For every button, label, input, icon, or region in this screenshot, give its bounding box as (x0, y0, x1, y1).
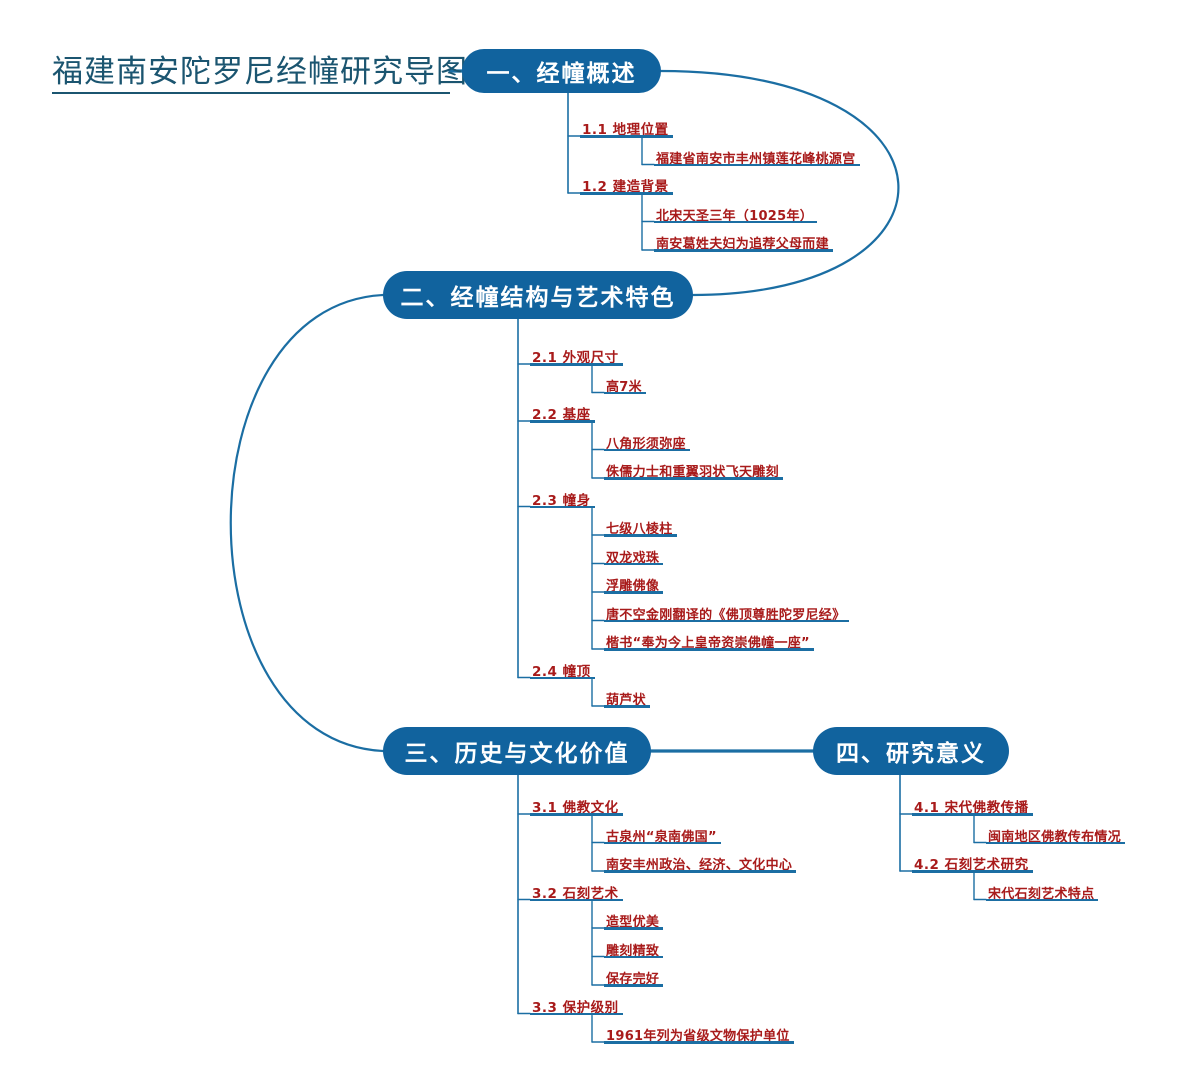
branch-node-label: 二、经幢结构与艺术特色 (400, 285, 676, 310)
topic-label-level2[interactable]: 2.2 基座 (532, 407, 591, 423)
topic-label-level3[interactable]: 高7米 (606, 379, 642, 395)
topic-label-level3[interactable]: 浮雕佛像 (606, 579, 660, 594)
topic-label-level3[interactable]: 侏儒力士和重翼羽状飞天雕刻 (606, 465, 779, 480)
topic-underline (604, 562, 664, 565)
topic-label-level2[interactable]: 2.1 外观尺寸 (532, 350, 619, 366)
page-title-underline (52, 92, 450, 94)
topic-underline (604, 619, 850, 622)
branch-node-3[interactable]: 三、历史与文化价值 (383, 727, 651, 775)
topic-underline (912, 870, 1033, 873)
topic-label-level2[interactable]: 3.1 佛教文化 (532, 800, 619, 816)
topic-underline (530, 1012, 623, 1015)
topic-label-level2[interactable]: 4.1 宋代佛教传播 (914, 800, 1029, 816)
topic-underline (530, 898, 623, 901)
topic-underline (604, 591, 664, 594)
topic-label-level3[interactable]: 造型优美 (606, 915, 660, 930)
topic-label-level3[interactable]: 唐不空金刚翻译的《佛顶尊胜陀罗尼经》 (606, 607, 846, 623)
topic-underline (604, 534, 677, 537)
topic-label-level3[interactable]: 南安丰州政治、经济、文化中心 (606, 858, 793, 873)
branch-node-4[interactable]: 四、研究意义 (813, 727, 1009, 775)
topic-underline (604, 984, 664, 987)
topic-underline (530, 505, 595, 508)
topic-label-level2[interactable]: 1.2 建造背景 (582, 179, 669, 195)
branch-node-2[interactable]: 二、经幢结构与艺术特色 (383, 271, 693, 319)
topic-label-level3[interactable]: 雕刻精致 (606, 943, 660, 959)
branch-node-label: 三、历史与文化价值 (404, 741, 630, 766)
topic-label-level3[interactable]: 南安葛姓夫妇为追荐父母而建 (656, 237, 829, 252)
topic-underline (604, 448, 690, 451)
topic-label-level2[interactable]: 2.4 幢顶 (532, 663, 591, 680)
topic-label-level3[interactable]: 北宋天圣三年（1025年） (656, 208, 814, 224)
topic-underline (604, 1041, 794, 1044)
page-title: 福建南安陀罗尼经幢研究导图 (52, 54, 468, 89)
arc-branch2-to-branch3 (229, 293, 385, 753)
topic-underline (530, 420, 595, 423)
topic-label-level2[interactable]: 1.1 地理位置 (582, 122, 669, 138)
topic-underline (654, 163, 860, 166)
topic-underline (986, 898, 1099, 901)
topic-label-level3[interactable]: 八角形须弥座 (606, 436, 686, 452)
topic-underline (530, 813, 623, 816)
topic-label-level2[interactable]: 3.2 石刻艺术 (532, 885, 619, 902)
topic-label-level2[interactable]: 3.3 保护级别 (532, 999, 619, 1016)
branch-node-1[interactable]: 一、经幢概述 (462, 49, 661, 93)
topic-underline (604, 927, 664, 930)
topic-label-level3[interactable]: 葫芦状 (606, 693, 646, 708)
topic-underline (530, 676, 595, 679)
branch-node-label: 一、经幢概述 (486, 61, 637, 86)
topic-underline (604, 391, 646, 394)
topic-label-level3[interactable]: 闽南地区佛教传布情况 (988, 829, 1122, 845)
topic-label-level3[interactable]: 双龙戏珠 (606, 550, 660, 566)
topic-underline (604, 705, 650, 708)
topic-underline (530, 363, 623, 366)
topic-underline (604, 870, 797, 873)
topic-underline (604, 955, 664, 958)
topic-underline (986, 841, 1126, 844)
topic-label-level3[interactable]: 1961年列为省级文物保护单位 (606, 1029, 790, 1044)
topic-label-level3[interactable]: 保存完好 (606, 972, 660, 987)
topic-underline (654, 220, 818, 223)
topic-label-level2[interactable]: 2.3 幢身 (532, 492, 591, 509)
topic-underline (654, 249, 833, 252)
arc-branch1-to-branch2 (659, 69, 900, 297)
topic-underline (604, 648, 814, 651)
topic-underline (580, 135, 673, 138)
topic-label-level3[interactable]: 宋代石刻艺术特点 (988, 886, 1095, 902)
topic-underline (580, 192, 673, 195)
topic-label-level3[interactable]: 古泉州“泉南佛国” (606, 829, 717, 845)
topic-label-level3[interactable]: 楷书“奉为今上皇帝资崇佛幢一座” (606, 636, 810, 651)
topic-label-level2[interactable]: 4.2 石刻艺术研究 (914, 857, 1029, 873)
topic-underline (604, 841, 721, 844)
topic-underline (604, 477, 783, 480)
topic-label-level3[interactable]: 福建省南安市丰州镇莲花峰桃源宫 (656, 151, 856, 167)
topic-label-level3[interactable]: 七级八棱柱 (606, 522, 673, 537)
topic-underline (912, 813, 1033, 816)
branch-node-label: 四、研究意义 (836, 741, 986, 766)
